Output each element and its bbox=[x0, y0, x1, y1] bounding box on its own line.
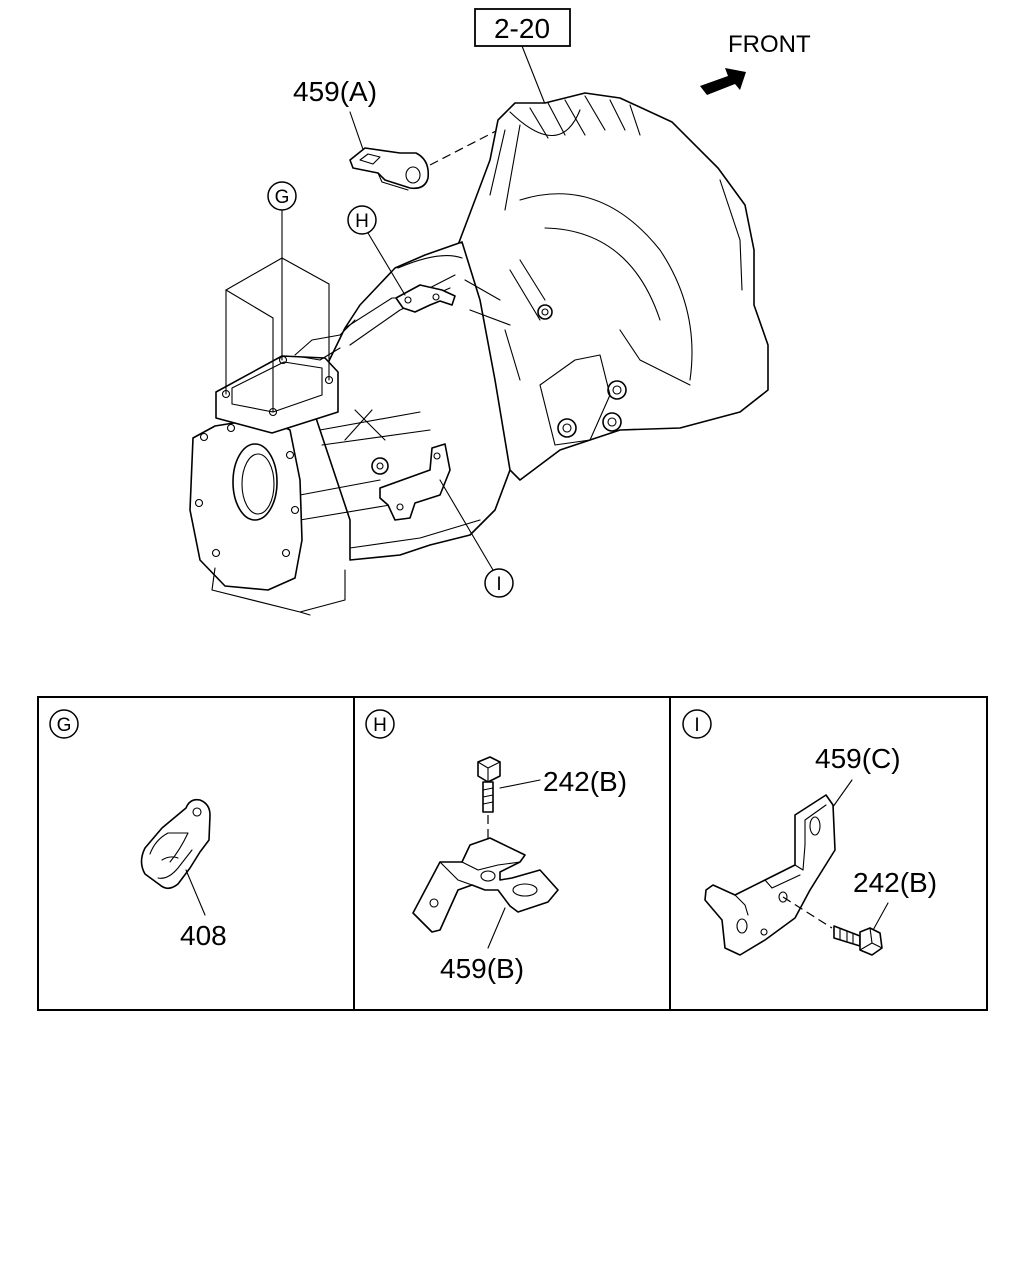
callout-h-main-label: H bbox=[355, 211, 369, 232]
detail-panels bbox=[37, 696, 988, 1011]
bracket-459c[interactable] bbox=[704, 794, 836, 956]
callout-h-main[interactable]: H bbox=[347, 205, 377, 235]
part-408-clip[interactable] bbox=[140, 798, 211, 890]
part-408-label: 408 bbox=[180, 920, 227, 951]
bolt-242b-i-dashline bbox=[782, 896, 833, 929]
panel-i: I 459(C) 242(B) bbox=[682, 709, 937, 956]
panel-h-key-label: H bbox=[373, 715, 387, 736]
bracket-459a[interactable] bbox=[349, 147, 430, 191]
panel-g-key-label: G bbox=[57, 715, 72, 736]
bolt-242b-h-label: 242(B) bbox=[543, 766, 627, 797]
reference-box-label: 2-20 bbox=[494, 13, 550, 44]
transmission-assembly bbox=[189, 92, 769, 616]
part-459a-label: 459(A) bbox=[293, 76, 377, 107]
bolt-242b-i-leader bbox=[871, 902, 889, 933]
panel-h-key[interactable]: H bbox=[365, 709, 395, 739]
callout-i-main[interactable]: I bbox=[484, 568, 514, 598]
callout-i-main-label: I bbox=[496, 574, 501, 595]
front-label: FRONT bbox=[728, 31, 811, 58]
reference-leader bbox=[521, 45, 546, 105]
bolt-242b-i-label: 242(B) bbox=[853, 867, 937, 898]
callout-i-leader bbox=[439, 479, 494, 571]
reference-box[interactable]: 2-20 bbox=[474, 8, 571, 47]
bracket-459c-label: 459(C) bbox=[815, 743, 901, 774]
bolt-242b-h[interactable] bbox=[477, 756, 501, 813]
panel-h: H 242(B) 459(B) bbox=[365, 709, 627, 984]
bolt-242b-h-leader bbox=[499, 779, 541, 789]
bracket-459b-label: 459(B) bbox=[440, 953, 524, 984]
bolt-242b-i[interactable] bbox=[833, 925, 883, 956]
part-459a-dashline bbox=[429, 129, 499, 166]
callout-g-main-label: G bbox=[275, 187, 290, 208]
callout-g-main[interactable]: G bbox=[267, 181, 297, 211]
panel-g: G 408 bbox=[49, 709, 227, 951]
bracket-459b[interactable] bbox=[412, 837, 559, 933]
callout-g-leaders bbox=[225, 209, 330, 413]
panel-g-key[interactable]: G bbox=[49, 709, 79, 739]
front-arrow-icon bbox=[700, 68, 746, 95]
callout-h-leader bbox=[367, 232, 406, 296]
bracket-459b-leader bbox=[487, 907, 506, 949]
panel-i-key-label: I bbox=[694, 715, 699, 736]
panel-i-key[interactable]: I bbox=[682, 709, 712, 739]
part-408-leader bbox=[185, 869, 206, 916]
